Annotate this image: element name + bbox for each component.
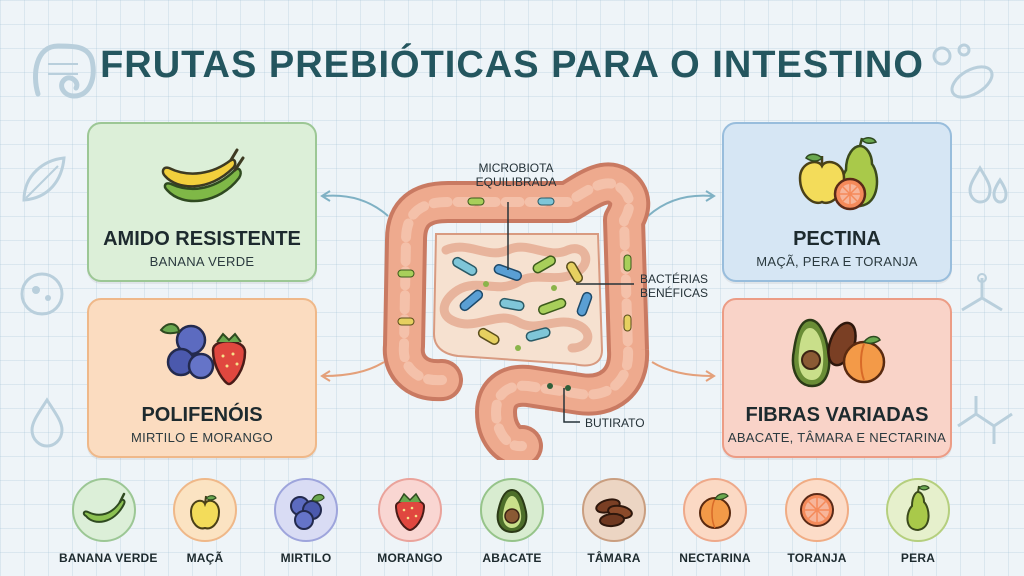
- card-amido-resistente: AMIDO RESISTENTE BANANA VERDE: [87, 122, 317, 282]
- fruit-label: TÂMARA: [587, 551, 641, 565]
- page-title: FRUTAS PREBIÓTICAS PARA O INTESTINO: [100, 44, 924, 86]
- fruit-abacate: ABACATE: [467, 478, 557, 565]
- banana-icon: [82, 492, 126, 523]
- fruit-circle: [582, 478, 646, 542]
- card-title: FIBRAS VARIADAS: [745, 404, 929, 426]
- bacteria-doodle-icon: [932, 43, 994, 99]
- intestine-diagram: [320, 162, 716, 460]
- apple-icon: [189, 495, 221, 530]
- fruit-circle: [173, 478, 237, 542]
- fruit-toranja: TORANJA: [772, 478, 862, 565]
- label-bacterias: BACTÉRIAS BENÉFICAS: [640, 272, 709, 300]
- pear-icon: [906, 485, 930, 532]
- molecule-doodle-icon: [961, 273, 1003, 312]
- card-title: PECTINA: [793, 228, 881, 250]
- card-pectina: PECTINA MAÇÃ, PERA E TORANJA: [722, 122, 952, 282]
- water-drop-doodle-icon: [968, 165, 1008, 204]
- nectarine-icon: [699, 493, 731, 529]
- water-drop-doodle-icon: [30, 397, 64, 448]
- bacterium-doodle-icon: [20, 272, 64, 316]
- fruit-circle: [683, 478, 747, 542]
- label-butirato: BUTIRATO: [585, 416, 645, 430]
- fruit-mirtilo: MIRTILO: [261, 478, 351, 565]
- strawberry-icon: [394, 492, 426, 532]
- leaf-doodle-icon: [22, 156, 66, 202]
- card-subtitle: MIRTILO E MORANGO: [130, 430, 274, 445]
- grapefruit-icon: [800, 493, 834, 527]
- blueberry-strawberry-icon: [159, 323, 247, 386]
- fruit-pera: PERA: [873, 478, 963, 565]
- avocado-icon: [496, 488, 528, 534]
- fruit-maca: MAÇÃ: [160, 478, 250, 565]
- fruit-nectarina: NECTARINA: [670, 478, 760, 565]
- fruit-label: TORANJA: [787, 551, 847, 565]
- fruit-label: MIRTILO: [280, 551, 332, 565]
- fruit-label: PERA: [900, 551, 936, 565]
- molecule-doodle-icon: [957, 396, 1013, 444]
- fruit-circle: [785, 478, 849, 542]
- card-subtitle: MAÇÃ, PERA E TORANJA: [756, 254, 918, 269]
- fruit-circle: [886, 478, 950, 542]
- card-polifenois: POLIFENÓIS MIRTILO E MORANGO: [87, 298, 317, 458]
- card-title: POLIFENÓIS: [141, 404, 263, 426]
- avocado-date-nectarine-icon: [791, 318, 886, 388]
- fruit-label: ABACATE: [482, 551, 542, 565]
- fruit-morango: MORANGO: [365, 478, 455, 565]
- fruit-banana-verde: BANANA VERDE: [59, 478, 158, 565]
- fruit-circle: [274, 478, 338, 542]
- fruit-circle: [72, 478, 136, 542]
- fruit-label: NECTARINA: [679, 551, 751, 565]
- fruit-circle: [480, 478, 544, 542]
- intestine-doodle-icon: [33, 43, 96, 99]
- fruit-label: BANANA VERDE: [59, 551, 158, 565]
- fruit-label: MORANGO: [377, 551, 443, 565]
- fruit-circle: [378, 478, 442, 542]
- card-subtitle: ABACATE, TÂMARA E NECTARINA: [727, 430, 947, 445]
- banana-icon: [161, 148, 245, 203]
- card-title: AMIDO RESISTENTE: [103, 228, 301, 250]
- fruit-tamara: TÂMARA: [569, 478, 659, 565]
- date-icon: [595, 498, 633, 528]
- label-microbiota: MICROBIOTA EQUILIBRADA: [475, 161, 557, 189]
- card-subtitle: BANANA VERDE: [149, 254, 255, 269]
- apple-pear-grapefruit-icon: [798, 137, 879, 211]
- fruit-label: MAÇÃ: [186, 551, 224, 565]
- blueberry-icon: [290, 493, 325, 530]
- card-fibras-variadas: FIBRAS VARIADAS ABACATE, TÂMARA E NECTAR…: [722, 298, 952, 458]
